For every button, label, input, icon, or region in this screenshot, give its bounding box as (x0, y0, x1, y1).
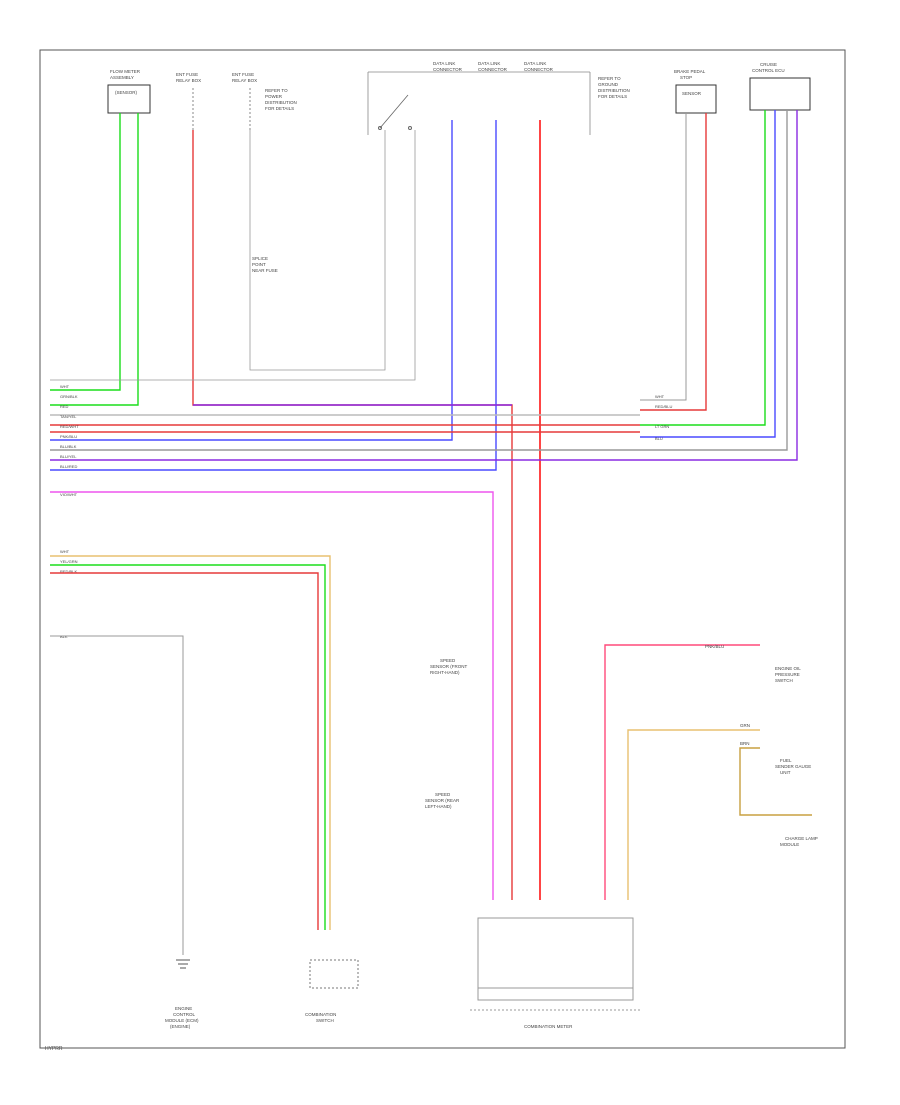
svg-text:RED/BLU: RED/BLU (655, 404, 672, 409)
svg-text:CHARGE LAMP: CHARGE LAMP (785, 836, 818, 841)
data-link-connectors: DATA LINK CONNECTOR DATA LINK CONNECTOR … (367, 61, 591, 135)
bus-left-labels: WHT GRN/BLK RED TAN/YEL RED/WHT PNK/BLU … (60, 384, 79, 639)
horizontal-bus (50, 414, 640, 433)
svg-text:BLU/YEL: BLU/YEL (60, 454, 77, 459)
fuse-a-label-1: ENT FUSE (176, 72, 198, 77)
svg-text:WHT: WHT (60, 549, 70, 554)
svg-text:WHT: WHT (655, 394, 665, 399)
lower-wire-runs (50, 491, 812, 955)
cruise-control-ecu: CRUISE CONTROL ECU (749, 62, 811, 111)
svg-text:LEFT-HAND): LEFT-HAND) (425, 804, 452, 809)
svg-text:NEAR FUSE: NEAR FUSE (252, 268, 278, 273)
svg-text:SPEED: SPEED (440, 658, 456, 663)
svg-text:SENSOR (REAR: SENSOR (REAR (425, 798, 460, 803)
fuse-relay-box-a: ENT FUSE RELAY BOX (176, 72, 201, 130)
svg-text:RIGHT-HAND): RIGHT-HAND) (430, 670, 460, 675)
svg-text:DISTRIBUTION: DISTRIBUTION (265, 100, 297, 105)
svg-text:CRUISE: CRUISE (760, 62, 777, 67)
svg-text:DISTRIBUTION: DISTRIBUTION (598, 88, 630, 93)
svg-text:DATA LINK: DATA LINK (478, 61, 500, 66)
svg-text:YEL/GRN: YEL/GRN (60, 559, 78, 564)
svg-text:LT GRN: LT GRN (655, 424, 669, 429)
svg-text:PRESSURE: PRESSURE (775, 672, 800, 677)
flow-meter-label-3: (SENSOR) (115, 90, 138, 95)
svg-text:COMBINATION: COMBINATION (305, 1012, 336, 1017)
svg-text:BRN: BRN (740, 741, 750, 746)
fuse-note: REFER TO POWER DISTRIBUTION FOR DETAILS (265, 88, 297, 111)
svg-text:POWER: POWER (265, 94, 283, 99)
svg-text:BLU: BLU (655, 436, 663, 441)
svg-text:CONNECTOR: CONNECTOR (433, 67, 463, 72)
svg-text:GRN/BLK: GRN/BLK (60, 394, 78, 399)
combination-switch: COMBINATION SWITCH (305, 959, 359, 1023)
diagram-frame (39, 49, 846, 1049)
svg-text:COMBINATION METER: COMBINATION METER (524, 1024, 573, 1029)
svg-text:PNK/BLU: PNK/BLU (705, 644, 724, 649)
flow-meter-assembly: FLOW METER ASSEMBLY (SENSOR) (107, 69, 151, 114)
svg-text:SWITCH: SWITCH (316, 1018, 334, 1023)
svg-text:MODULE: MODULE (780, 842, 799, 847)
fuse-a-label-2: RELAY BOX (176, 78, 201, 83)
svg-text:CONNECTOR: CONNECTOR (524, 67, 554, 72)
svg-text:BLU/BLK: BLU/BLK (60, 444, 77, 449)
engine-control-module: ENGINE CONTROL MODULE (ECM) (ENGINE) (165, 959, 199, 1029)
svg-text:SENSOR (FRONT: SENSOR (FRONT (430, 664, 468, 669)
svg-text:PNK/BLU: PNK/BLU (60, 434, 77, 439)
svg-text:CONTROL ECU: CONTROL ECU (752, 68, 785, 73)
svg-text:SENSOR: SENSOR (682, 91, 702, 96)
svg-text:ENGINE: ENGINE (175, 1006, 192, 1011)
svg-text:GRN: GRN (740, 723, 750, 728)
combination-meter: COMBINATION METER (470, 917, 640, 1029)
svg-text:ENGINE OIL: ENGINE OIL (775, 666, 801, 671)
svg-text:RED/BLK: RED/BLK (60, 569, 77, 574)
svg-text:RED/WHT: RED/WHT (60, 424, 79, 429)
svg-text:(ENGINE): (ENGINE) (170, 1024, 191, 1029)
svg-text:GROUND: GROUND (598, 82, 619, 87)
top-wire-runs (50, 110, 798, 900)
svg-text:POINT: POINT (252, 262, 266, 267)
svg-text:STOP: STOP (680, 75, 692, 80)
svg-text:SPLICE: SPLICE (252, 256, 268, 261)
svg-text:VIO/WHT: VIO/WHT (60, 492, 78, 497)
svg-text:REFER TO: REFER TO (265, 88, 288, 93)
svg-text:DATA LINK: DATA LINK (433, 61, 455, 66)
svg-text:CONTROL: CONTROL (173, 1012, 195, 1017)
svg-text:RED: RED (60, 404, 69, 409)
svg-text:SWITCH: SWITCH (775, 678, 793, 683)
flow-meter-label-2: ASSEMBLY (110, 75, 134, 80)
fuse-b-label-1: ENT FUSE (232, 72, 254, 77)
brake-pedal-stop-sensor: BRAKE PEDAL STOP SENSOR (674, 69, 717, 114)
svg-text:TAN/YEL: TAN/YEL (60, 414, 77, 419)
flow-meter-label-1: FLOW METER (110, 69, 141, 74)
lower-labels: SPEED SENSOR (FRONT RIGHT-HAND) SPEED SE… (252, 256, 818, 847)
fuse-relay-box-b: ENT FUSE RELAY BOX (232, 72, 257, 130)
ground-note: REFER TO GROUND DISTRIBUTION FOR DETAILS (598, 76, 630, 99)
svg-text:REFER TO: REFER TO (598, 76, 621, 81)
svg-text:DATA LINK: DATA LINK (524, 61, 546, 66)
svg-text:SPEED: SPEED (435, 792, 451, 797)
svg-text:UNIT: UNIT (780, 770, 791, 775)
svg-text:SENDER GAUGE: SENDER GAUGE (775, 764, 811, 769)
svg-text:FUEL: FUEL (780, 758, 792, 763)
page-id: HYPRR (45, 1046, 63, 1052)
svg-text:MODULE (ECM): MODULE (ECM) (165, 1018, 199, 1023)
svg-text:FOR DETAILS: FOR DETAILS (265, 106, 294, 111)
svg-text:BRAKE PEDAL: BRAKE PEDAL (674, 69, 706, 74)
bus-right-labels: WHT RED/BLU LT GRN BLU (655, 394, 672, 441)
svg-text:BLU/RED: BLU/RED (60, 464, 77, 469)
svg-text:FOR DETAILS: FOR DETAILS (598, 94, 627, 99)
svg-text:WHT: WHT (60, 384, 70, 389)
svg-text:CONNECTOR: CONNECTOR (478, 67, 508, 72)
fuse-b-label-2: RELAY BOX (232, 78, 257, 83)
